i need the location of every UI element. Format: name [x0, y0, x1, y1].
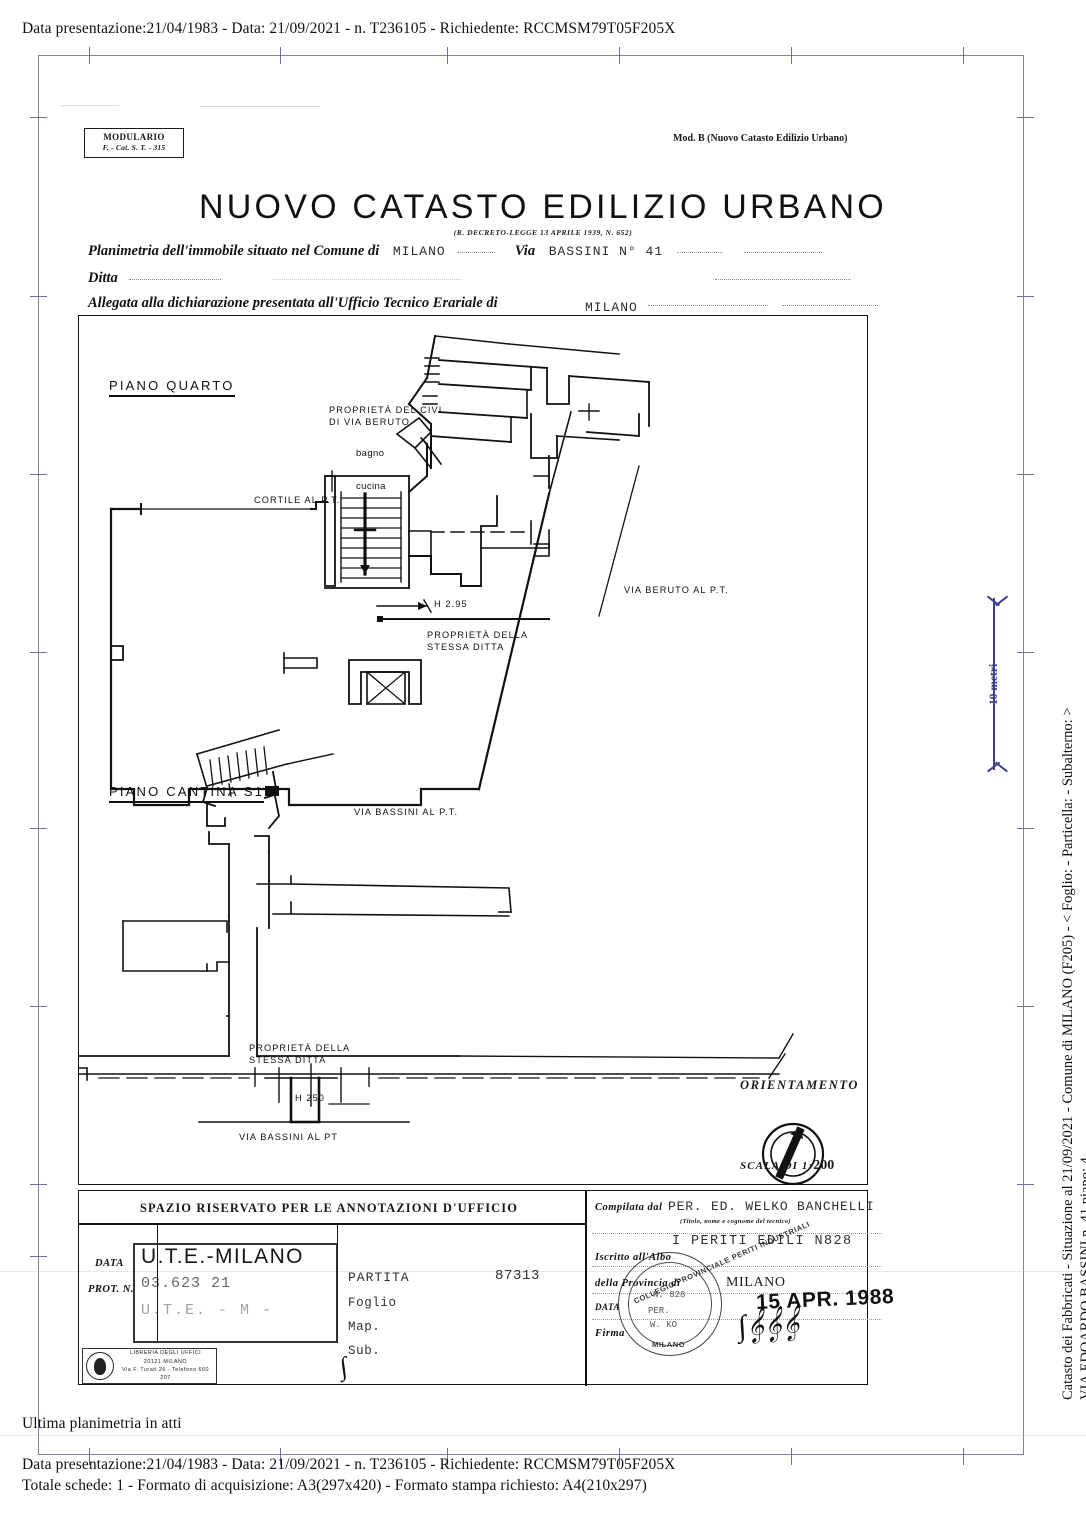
row-ditta: Ditta [88, 270, 851, 287]
mod-b-text: Mod. B (Nuovo Catasto Edilizio Urbano) [673, 133, 848, 144]
compilata-value: PER. ED. WELKO BANCHELLI [668, 1199, 875, 1214]
firma-label: Firma [595, 1328, 625, 1339]
row-planimetria: Planimetria dell'immobile situato nel Co… [88, 243, 823, 260]
label-via-bassini-cantina: VIA BASSINI AL PT [239, 1132, 339, 1142]
header-meta-line: Data presentazione:21/04/1983 - Data: 21… [22, 20, 676, 37]
perito-seal-outer [618, 1252, 722, 1356]
libreria-line2: 20121 MILANO [143, 1358, 188, 1365]
rule [592, 1232, 882, 1234]
ute-stamp-box [133, 1243, 338, 1343]
provincia-value: MILANO [726, 1275, 786, 1290]
label-proprieta-stessa-ditta: PROPRIETÀ DELLA STESSA DITTA [427, 630, 529, 653]
perito-seal-line3: W. KO [650, 1320, 678, 1330]
perito-seal-inner [628, 1262, 712, 1346]
label-proprieta-civi: PROPRIETÀ DEL CIVI DI VIA BERUTO [329, 405, 443, 428]
side-catasto-line1: Catasto dei Fabbricati - Situazione al 2… [1060, 707, 1076, 1400]
perito-seal-line2: PER. [648, 1306, 670, 1316]
iscritto-label: Iscritto all'Albo [595, 1252, 672, 1263]
plan-drawing-frame: PIANO QUARTO PROPRIETÀ DEL CIVI DI VIA B… [78, 315, 868, 1186]
via-value: BASSINI N° 41 [548, 244, 664, 259]
compilata-label: Compilata dal [595, 1202, 663, 1213]
label-altezza-cantina: H 250 [295, 1093, 326, 1103]
allegata-value: MILANO [585, 300, 638, 315]
prot-label: PROT. N. [88, 1284, 134, 1295]
rule [592, 1318, 882, 1320]
floor-title-upper: PIANO QUARTO [109, 378, 235, 397]
modulario-box: MODULARIO F. - Cat. S. T. - 315 [84, 128, 184, 158]
ute-stamp-line2: 03.623 21 [141, 1275, 232, 1292]
scan-registration-frame [30, 47, 1034, 1465]
scan-artifact [0, 1271, 1086, 1272]
label-cucina: cucina [356, 481, 386, 492]
scale-bar [993, 598, 995, 770]
cadastral-plan-drawing [79, 334, 825, 1186]
sub-label: Sub. [348, 1344, 381, 1358]
rule [592, 1265, 882, 1267]
footer-line-1: Ultima planimetria in atti [22, 1415, 182, 1432]
map-label: Map. [348, 1320, 381, 1334]
comune-value: MILANO [392, 244, 446, 259]
mod-b-label: Mod. B (Nuovo Catasto Edilizio Urbano) [673, 133, 847, 144]
partita-label: PARTITA [348, 1270, 410, 1285]
orientamento-label: ORIENTAMENTO [740, 1078, 859, 1092]
footer-line-2: Data presentazione:21/04/1983 - Data: 21… [22, 1456, 676, 1473]
allegata-dots-2 [782, 305, 878, 306]
label-cortile: CORTILE AL P.T. [254, 495, 341, 505]
perito-seal-number: N. 828 [653, 1290, 686, 1300]
side-catasto-line2: VIA EDOARDO BASSINI n. 41 piano: 4- [1078, 1152, 1086, 1400]
compiled-data-label: DATA [595, 1302, 621, 1312]
scan-artifact [0, 1435, 1086, 1436]
rule [592, 1292, 882, 1294]
modulario-line1: MODULARIO [103, 132, 165, 143]
office-annotations-box: SPAZIO RISERVATO PER LE ANNOTAZIONI D'UF… [78, 1190, 868, 1386]
row-allegata: Allegata alla dichiarazione presentata a… [88, 295, 498, 312]
allegata-dots [648, 305, 768, 306]
via-label: Via [514, 243, 536, 259]
compilata-hint: (Titolo, nome e cognome del tecnico) [680, 1218, 791, 1225]
modulario-line2: F. - Cat. S. T. - 315 [102, 143, 166, 153]
scan-artifact [200, 106, 320, 107]
libreria-seal-icon [86, 1352, 114, 1380]
page-subtitle: (R. DECRETO-LEGGE 13 APRILE 1939, N. 652… [453, 228, 633, 237]
footer-line-3: Totale schede: 1 - Formato di acquisizio… [22, 1477, 647, 1494]
ute-stamp-text: U.T.E.-MILANO [141, 1245, 304, 1268]
perito-seal-arc-bottom: MILANO [652, 1340, 686, 1349]
label-proprieta-stessa-ditta-cantina: PROPRIETÀ DELLA STESSA DITTA [249, 1043, 351, 1066]
libreria-stamp: LIBRERIA DEGLI UFFICI 20121 MILANO Via F… [82, 1348, 217, 1384]
scale-bar-label: 10 metri [988, 663, 1000, 705]
ditta-label: Ditta [88, 270, 118, 286]
libreria-line3: Via F. Turati 26 - Telefono 660 207 [122, 1367, 209, 1382]
page-title: NUOVO CATASTO EDILIZIO URBANO [199, 188, 887, 226]
floor-title-lower: PIANO CANTINA S1 [109, 784, 265, 803]
scan-artifact [60, 105, 118, 106]
foglio-label: Foglio [348, 1296, 397, 1310]
technician-signature: ∫𝄞𝄞𝄞 [736, 1305, 801, 1344]
label-via-beruto: VIA BERUTO AL P.T. [624, 585, 729, 595]
label-bagno: bagno [356, 448, 385, 459]
albo-value: I PERITI EDILI N828 [672, 1234, 853, 1249]
planimetria-label: Planimetria dell'immobile situato nel Co… [88, 243, 380, 259]
scala-label: SCALA DI 1:200 [740, 1158, 835, 1173]
label-via-bassini-pt: VIA BASSINI AL P.T. [354, 807, 459, 817]
partita-value: 87313 [495, 1268, 541, 1284]
office-box-title: SPAZIO RISERVATO PER LE ANNOTAZIONI D'UF… [139, 1201, 519, 1215]
allegata-label: Allegata alla dichiarazione presentata a… [88, 295, 498, 311]
label-altezza-quarto: H 2.95 [434, 599, 468, 609]
data-label: DATA [95, 1258, 124, 1269]
ute-stamp-line3: U.T.E. - M - [141, 1302, 274, 1319]
libreria-line1: LIBRERIA DEGLI UFFICI [129, 1350, 202, 1357]
